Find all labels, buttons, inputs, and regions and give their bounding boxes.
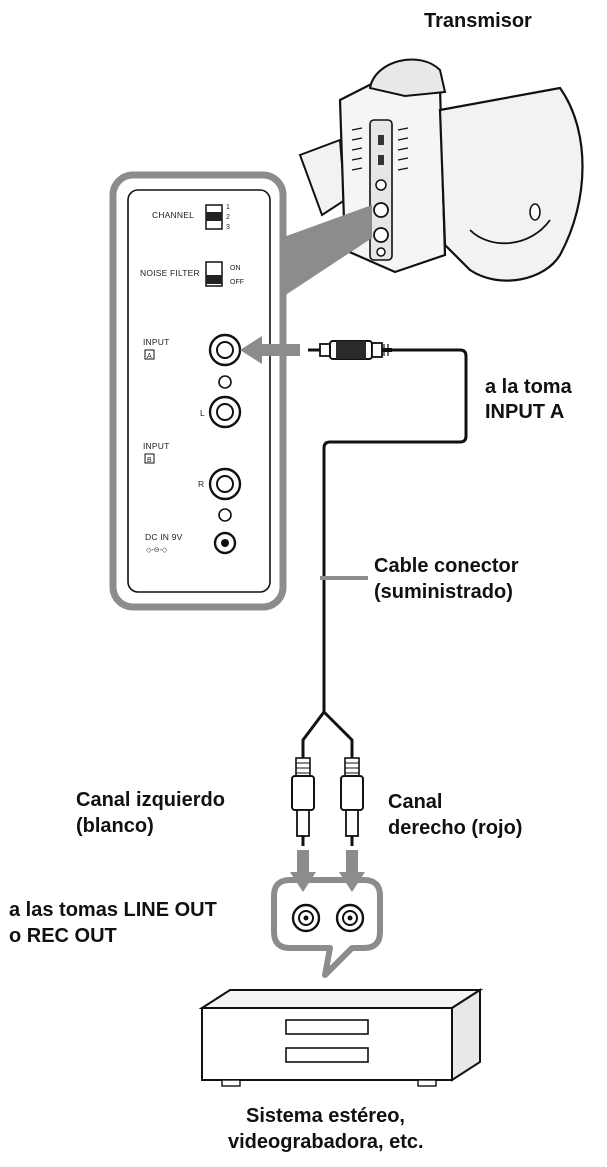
input-a-label: INPUT <box>143 337 170 347</box>
dc-polarity-icon: ◇-⊝-◇ <box>146 547 168 554</box>
mini-plug <box>308 340 392 360</box>
channel-opt-1: 1 <box>226 204 230 211</box>
stereo-unit <box>198 988 484 1087</box>
enlarged-panel: CHANNEL 1 2 3 NOISE FILTER ON OFF INPUT … <box>109 171 287 611</box>
channel-label: CHANNEL <box>152 210 194 220</box>
rca-plug-left <box>291 757 315 846</box>
down-arrow-right <box>339 850 365 892</box>
down-arrow-left <box>290 850 316 892</box>
left-channel-label-line1: Canal izquierdo <box>76 789 225 811</box>
input-b-letter: B <box>147 457 152 464</box>
connecting-cable <box>322 348 468 712</box>
output-jack-panel <box>271 877 383 978</box>
right-channel-label-line1: Canal <box>388 791 443 813</box>
line-out-label-line2: o REC OUT <box>9 925 117 947</box>
line-out-jacks <box>291 903 365 933</box>
left-channel-label-line2: (blanco) <box>76 815 154 837</box>
line-out-label-line1: a las tomas LINE OUT <box>9 899 217 921</box>
noise-filter-label: NOISE FILTER <box>140 268 200 278</box>
rca-plug-right <box>340 757 364 846</box>
dc-in-label: DC IN 9V <box>145 532 183 542</box>
input-a-callout-line2: INPUT A <box>485 401 565 423</box>
r-label: R <box>198 479 204 489</box>
input-b-label: INPUT <box>143 441 170 451</box>
noise-filter-on: ON <box>230 265 241 272</box>
transmitter-label: Transmisor <box>424 10 532 32</box>
noise-filter-off: OFF <box>230 279 244 286</box>
input-a-callout-line1: a la toma <box>485 376 572 398</box>
insert-arrow <box>240 336 300 364</box>
stereo-label-line1: Sistema estéreo, <box>246 1105 405 1127</box>
transmitter-device <box>298 58 584 282</box>
zoom-wedge <box>281 205 372 298</box>
channel-opt-3: 3 <box>226 224 230 231</box>
input-a-letter: A <box>147 353 152 360</box>
cable-label-line1: Cable conector <box>374 555 519 577</box>
right-channel-label-line2: derecho (rojo) <box>388 817 523 839</box>
stereo-label-line2: videograbadora, etc. <box>228 1131 424 1153</box>
cable-label-line2: (suministrado) <box>374 581 513 603</box>
channel-opt-2: 2 <box>226 214 230 221</box>
l-label: L <box>200 408 205 418</box>
